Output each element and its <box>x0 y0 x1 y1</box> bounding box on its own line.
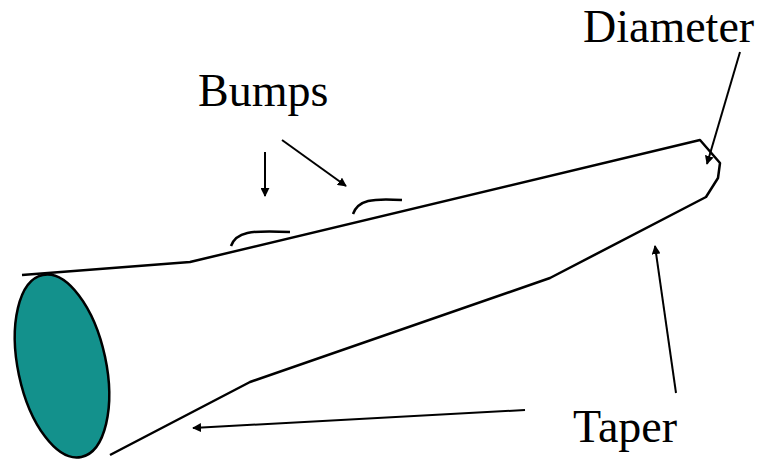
tube-outline <box>22 140 720 455</box>
bump <box>231 231 290 246</box>
part-label: Taper <box>573 404 677 450</box>
leader-arrow <box>282 140 346 186</box>
tube-opening <box>0 266 124 466</box>
leader-arrow <box>707 52 740 164</box>
part-label: Diameter <box>583 4 754 50</box>
leader-arrow <box>655 246 676 393</box>
bump <box>353 199 402 214</box>
leader-arrow <box>264 152 266 196</box>
leader-arrow <box>193 410 525 428</box>
part-label: Bumps <box>198 68 328 114</box>
